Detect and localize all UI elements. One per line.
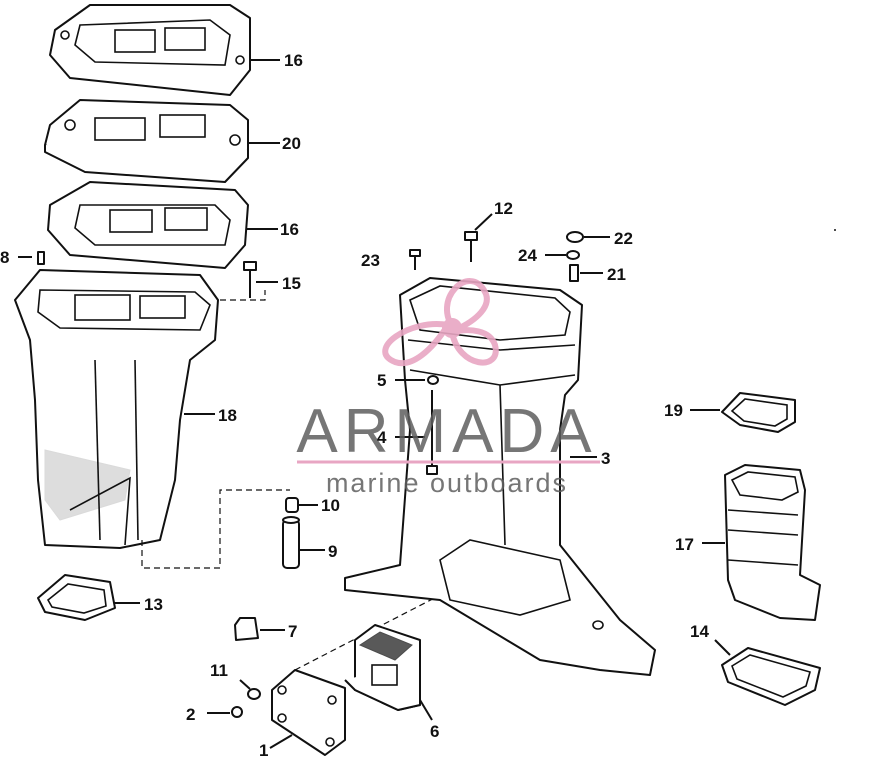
nut-22 [566,231,584,243]
leader-14 [714,639,731,656]
callout-5: 5 [377,371,386,390]
callout-4: 4 [377,428,387,447]
callout-17: 17 [675,535,694,554]
exhaust-tube-17 [724,464,821,621]
seal-14 [721,647,821,706]
watermark: ARMADA marine outboards [296,278,600,498]
callout-20: 20 [282,134,301,153]
callout-18: 18 [218,406,237,425]
leader-6 [419,699,433,721]
drive-shaft-housing-3 [344,277,656,676]
callout-21: 21 [607,265,626,284]
callout-15: 15 [282,274,301,293]
seal-13 [37,574,116,621]
callout-labels: 16 20 16 8 15 18 13 10 9 7 11 2 1 6 4 5 … [0,51,709,758]
cap-7 [234,617,259,641]
propeller-logo [382,278,499,367]
callout-13: 13 [144,595,163,614]
nut-5 [427,375,439,385]
callout-16-lower: 16 [280,220,299,239]
screw-12 [464,231,478,262]
screw-23 [409,249,421,270]
plug-10 [285,497,299,513]
callout-22: 22 [614,229,633,248]
dash-15 [210,290,266,301]
callout-7: 7 [288,622,297,641]
screw-2 [231,706,243,718]
watermark-brand: ARMADA [296,397,597,466]
gasket-16-top [49,4,251,96]
stud-21 [569,264,579,282]
leader-1 [269,734,293,749]
callout-19: 19 [664,401,683,420]
callout-23: 23 [361,251,380,270]
dash-1 [294,589,451,671]
block-6 [344,624,421,711]
screw-15 [243,261,257,298]
stud-4 [426,390,438,475]
dowel-pin-8 [37,251,45,265]
dash-18-9 [141,489,290,569]
callout-3: 3 [601,449,610,468]
adapter-plate-20 [44,99,249,183]
gasket-16-lower [47,181,249,269]
tube-9 [282,516,300,569]
callout-24: 24 [518,246,537,265]
callout-2: 2 [186,705,195,724]
callout-11: 11 [210,661,228,680]
callout-8: 8 [0,248,9,267]
callout-1: 1 [259,741,268,758]
washer-11 [247,688,261,700]
callout-6: 6 [430,722,439,741]
cover-plate-1 [271,669,346,756]
stray-mark [834,229,836,231]
callout-12: 12 [494,199,513,218]
callout-9: 9 [328,542,337,561]
exhaust-housing-18 [14,269,219,549]
seal-19 [721,392,796,433]
watermark-tagline: marine outboards [326,468,568,498]
washer-24 [566,250,580,260]
leader-11 [239,679,251,690]
callout-14: 14 [690,622,709,641]
leader-12 [474,213,493,231]
callout-16-top: 16 [284,51,303,70]
callout-10: 10 [321,496,340,515]
